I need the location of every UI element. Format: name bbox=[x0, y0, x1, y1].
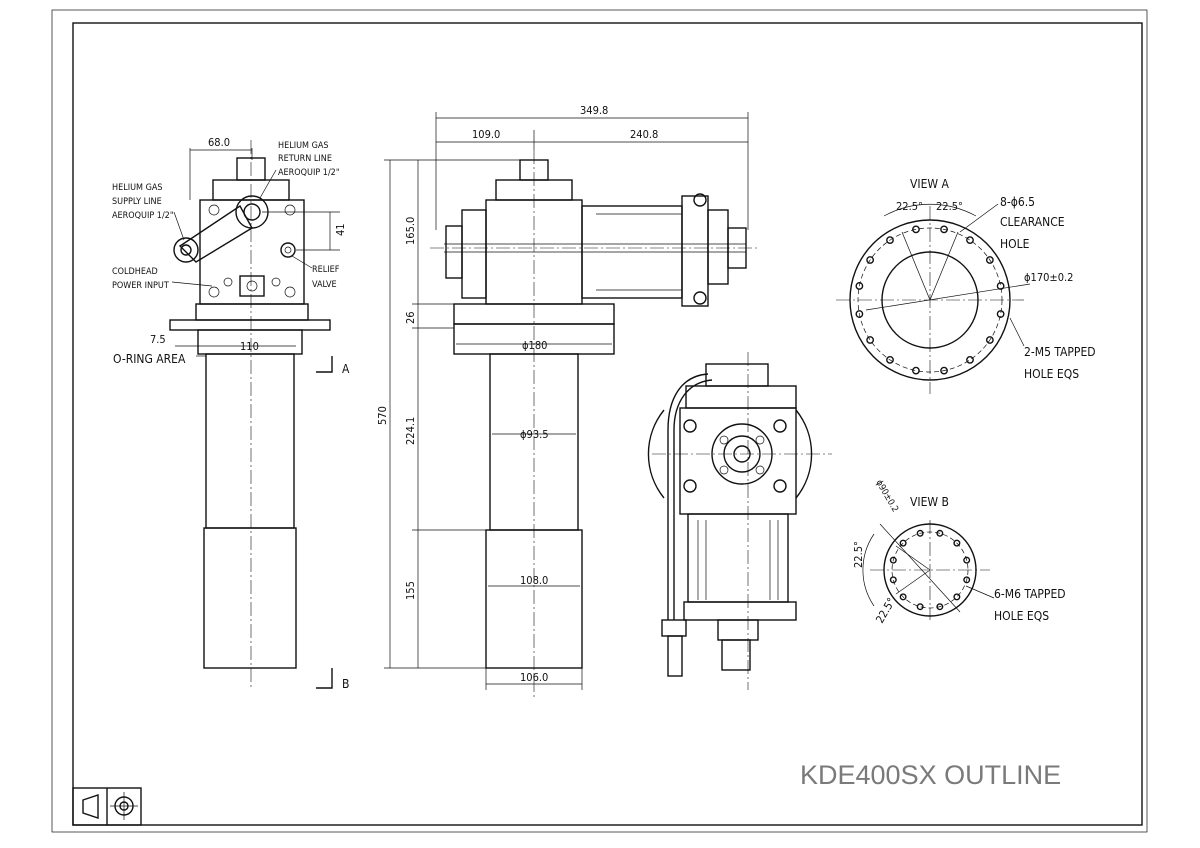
label-helium-return-2: RETURN LINE bbox=[278, 154, 332, 164]
front-view: 349.8 109.0 240.8 570 165.0 26 224.1 155… bbox=[376, 104, 760, 700]
view-b-hole bbox=[916, 603, 924, 611]
view-b: VIEW B ϕ90±0.2 22.5° 22.5° 6-M6 TAPPED H… bbox=[852, 479, 1066, 626]
section-b: B bbox=[342, 677, 349, 691]
view-a: VIEW A 22.5° 22.5° 8-ϕ6.5 CLEARANCE HOLE… bbox=[836, 177, 1096, 394]
dim-7-5: 7.5 bbox=[150, 333, 166, 346]
view-b-hole bbox=[889, 556, 897, 564]
inner-border bbox=[72, 22, 1143, 826]
view-a-hole bbox=[855, 282, 864, 290]
dim-349-8: 349.8 bbox=[580, 104, 608, 117]
dim-106: 106.0 bbox=[520, 671, 548, 684]
view-b-hole bbox=[899, 593, 907, 601]
label-helium-return-1: HELIUM GAS bbox=[278, 141, 329, 151]
view-b-hole bbox=[899, 539, 907, 547]
label-helium-supply-3: AEROQUIP 1/2" bbox=[112, 211, 174, 221]
drawing-title: KDE400SX OUTLINE bbox=[800, 760, 1061, 790]
bolt-holes bbox=[855, 225, 1005, 611]
label-oring: O-RING AREA bbox=[113, 352, 186, 366]
dim-26: 26 bbox=[404, 311, 417, 324]
view-a-tapped-1: 2-M5 TAPPED bbox=[1024, 345, 1096, 359]
view-a-hole bbox=[940, 366, 948, 375]
view-b-hole bbox=[953, 539, 961, 547]
view-b-bolt-circle: ϕ90±0.2 bbox=[873, 479, 899, 515]
view-b-title: VIEW B bbox=[910, 495, 949, 509]
view-a-tapped-2: HOLE EQS bbox=[1024, 367, 1079, 381]
view-a-holes-3: HOLE bbox=[1000, 237, 1030, 251]
view-a-hole bbox=[966, 355, 974, 364]
view-a-title: VIEW A bbox=[910, 177, 949, 191]
view-b-hole bbox=[936, 603, 944, 611]
view-a-hole bbox=[940, 225, 948, 234]
view-a-hole bbox=[886, 236, 894, 245]
view-b-hole bbox=[963, 556, 971, 564]
view-a-holes-2: CLEARANCE bbox=[1000, 215, 1065, 229]
view-a-angle-2: 22.5° bbox=[936, 200, 963, 213]
view-a-hole bbox=[996, 310, 1005, 318]
view-b-hole bbox=[936, 529, 944, 537]
view-b-hole bbox=[953, 593, 961, 601]
dim-108: 108.0 bbox=[520, 574, 548, 587]
view-b-hole bbox=[889, 576, 897, 584]
label-relief-1: RELIEF bbox=[312, 265, 340, 275]
dim-phi-93-5: ϕ93.5 bbox=[520, 428, 549, 441]
view-b-angle-1: 22.5° bbox=[852, 541, 865, 568]
dim-41: 41 bbox=[334, 223, 347, 236]
view-a-holes-1: 8-ϕ6.5 bbox=[1000, 195, 1035, 209]
label-coldhead-2: POWER INPUT bbox=[112, 281, 169, 291]
label-relief-2: VALVE bbox=[312, 280, 337, 290]
view-a-hole bbox=[996, 282, 1005, 290]
projection-symbol-icon bbox=[72, 787, 142, 826]
view-a-hole bbox=[912, 225, 920, 234]
dim-110: 110 bbox=[240, 340, 259, 353]
view-a-hole bbox=[985, 336, 994, 344]
dim-phi-180: ϕ180 bbox=[522, 339, 547, 352]
label-coldhead-1: COLDHEAD bbox=[112, 267, 158, 277]
dim-224-1: 224.1 bbox=[404, 417, 417, 445]
label-helium-supply-1: HELIUM GAS bbox=[112, 183, 163, 193]
dim-240-8: 240.8 bbox=[630, 128, 658, 141]
label-helium-supply-2: SUPPLY LINE bbox=[112, 197, 162, 207]
dim-165: 165.0 bbox=[404, 217, 417, 245]
view-a-hole bbox=[866, 336, 875, 344]
section-a: A bbox=[342, 362, 350, 376]
view-a-hole bbox=[966, 236, 974, 245]
bottom-view bbox=[647, 352, 832, 690]
dim-109: 109.0 bbox=[472, 128, 500, 141]
outer-border bbox=[51, 9, 1148, 833]
view-a-hole bbox=[985, 256, 994, 264]
dim-155: 155 bbox=[404, 581, 417, 600]
label-helium-return-3: AEROQUIP 1/2" bbox=[278, 168, 340, 178]
view-b-hole bbox=[916, 529, 924, 537]
view-a-hole bbox=[866, 256, 875, 264]
view-a-hole bbox=[886, 355, 894, 364]
view-a-hole bbox=[912, 366, 920, 375]
view-b-tapped-1: 6-M6 TAPPED bbox=[994, 587, 1066, 601]
dim-68: 68.0 bbox=[208, 136, 230, 149]
dim-570: 570 bbox=[376, 406, 389, 425]
view-b-tapped-2: HOLE EQS bbox=[994, 609, 1049, 623]
view-a-hole bbox=[855, 310, 864, 318]
side-view: 68.0 41 7.5 110 HELIUM GAS RETURN LINE A… bbox=[112, 136, 350, 691]
view-b-angle-2: 22.5° bbox=[873, 596, 898, 626]
view-b-hole bbox=[963, 576, 971, 584]
view-a-angle-1: 22.5° bbox=[896, 200, 923, 213]
view-a-bolt-circle: ϕ170±0.2 bbox=[1024, 271, 1073, 284]
